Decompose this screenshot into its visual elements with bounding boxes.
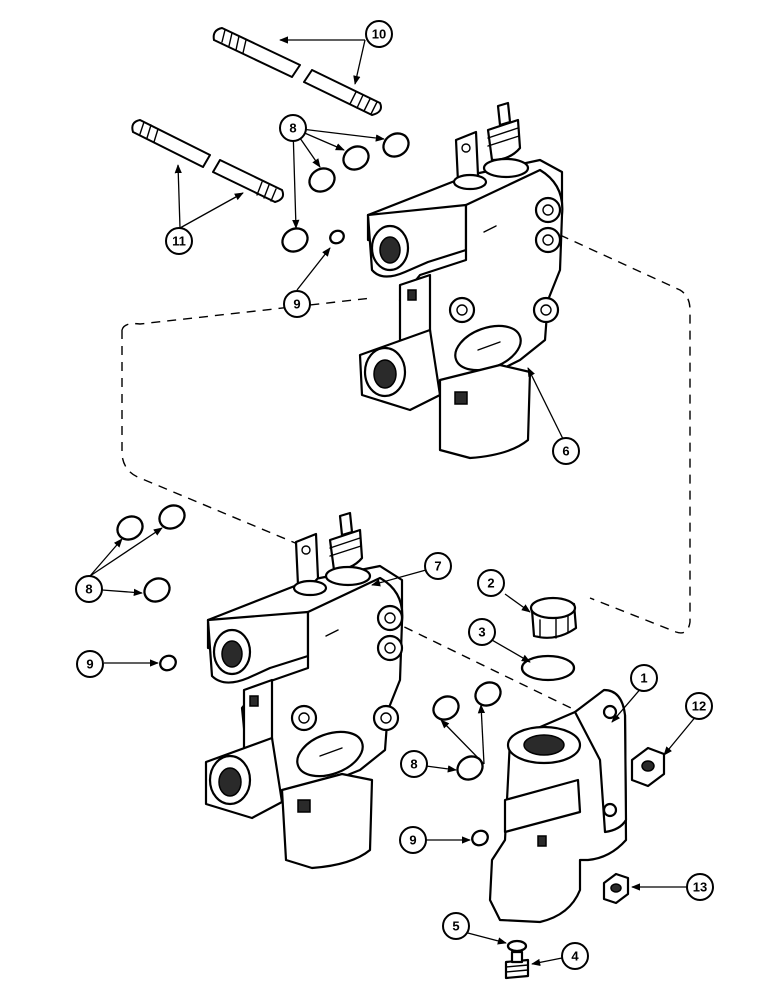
- callout-9-top: 9: [283, 290, 311, 318]
- tie-rod-10: [212, 27, 382, 116]
- callout-label-9-top: 9: [293, 297, 300, 312]
- callout-label-12: 12: [692, 699, 706, 714]
- callout-12: 12: [685, 692, 713, 720]
- callout-3: 3: [468, 618, 496, 646]
- callout-11: 11: [165, 227, 193, 255]
- o-ring-3: [520, 654, 576, 682]
- callout-label-6: 6: [562, 444, 569, 459]
- tie-rod-11: [131, 119, 285, 203]
- alignment-dashed-outline: [121, 234, 691, 634]
- callout-8-right: 8: [400, 750, 428, 778]
- valve-section-6: [358, 101, 564, 460]
- callout-4: 4: [561, 942, 589, 970]
- callout-13: 13: [686, 873, 714, 901]
- callout-label-4: 4: [571, 949, 579, 964]
- callout-label-8-right: 8: [410, 757, 417, 772]
- plug-4: [504, 950, 530, 980]
- callout-5: 5: [442, 912, 470, 940]
- callout-7: 7: [424, 552, 452, 580]
- callout-label-1: 1: [640, 671, 647, 686]
- callout-label-13: 13: [693, 880, 707, 895]
- alignment-dashed-outline-lower: [389, 619, 576, 711]
- o-ring-set-left: [116, 504, 186, 672]
- o-ring-set-top: [281, 132, 410, 253]
- plug-2: [529, 596, 578, 639]
- callout-label-7: 7: [434, 559, 441, 574]
- o-ring-5: [506, 939, 528, 953]
- callout-label-2: 2: [487, 576, 494, 591]
- o-ring-set-right: [432, 681, 502, 847]
- callout-label-8-top: 8: [289, 121, 296, 136]
- leader-lines: [89, 36, 698, 966]
- callout-label-11: 11: [172, 234, 186, 249]
- callout-label-9-left: 9: [86, 657, 93, 672]
- callout-label-8-left: 8: [85, 582, 92, 597]
- callout-label-9-right: 9: [409, 833, 416, 848]
- callout-1: 1: [630, 664, 658, 692]
- callout-8-left: 8: [75, 575, 103, 603]
- callout-label-5: 5: [452, 919, 459, 934]
- callout-6: 6: [552, 437, 580, 465]
- callout-9-right: 9: [399, 826, 427, 854]
- callout-8-top: 8: [279, 114, 307, 142]
- callout-2: 2: [477, 569, 505, 597]
- callout-9-left: 9: [76, 650, 104, 678]
- end-housing-1: [488, 688, 628, 924]
- callout-label-10: 10: [372, 27, 386, 42]
- callout-label-3: 3: [478, 625, 485, 640]
- nut-12: [630, 746, 666, 788]
- callout-10: 10: [365, 20, 393, 48]
- valve-section-7: [204, 511, 404, 870]
- nut-13: [602, 872, 630, 905]
